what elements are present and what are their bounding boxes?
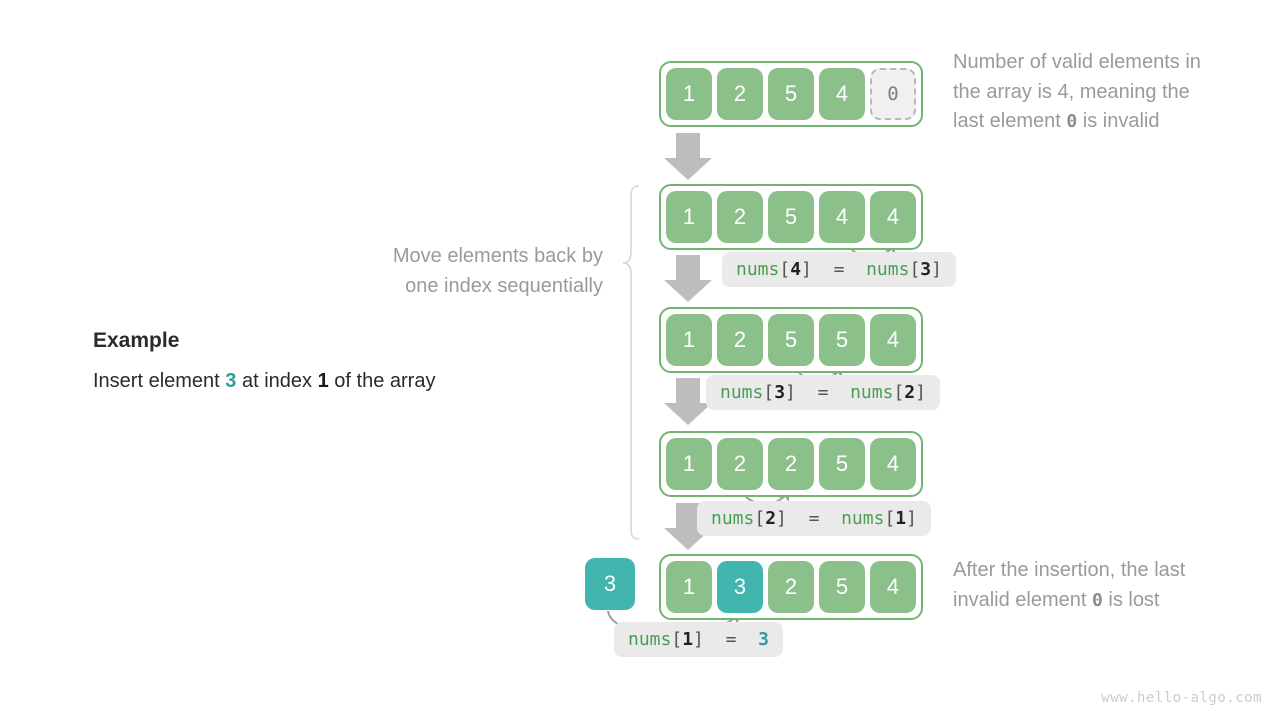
down-arrow-1 [664,133,712,180]
array-cell: 5 [819,561,865,613]
example-description: Insert element 3 at index 1 of the array [93,370,435,393]
brace-label-line2: one index sequentially [405,274,603,297]
array-cell: 4 [870,438,916,490]
note-bottom-invalid-value: 0 [1091,589,1103,611]
code-lhs-identifier: nums [711,508,755,529]
code-rhs-identifier: nums [866,259,910,280]
code-rhs-identifier: nums [850,382,894,403]
example-insert-index: 1 [317,370,329,392]
array-cell: 5 [819,438,865,490]
code-bracket-close: ] [915,382,926,403]
array-cell: 0 [870,68,916,120]
code-bracket-close: ] [931,259,942,280]
down-arrow-3 [664,378,712,425]
code-lhs-identifier: nums [628,629,672,650]
code-lhs-index: 2 [765,508,777,529]
code-bracket-open: [ [671,629,683,650]
code-lhs-index: 3 [774,382,786,403]
code-chip-shift-2: nums[2] = nums[1] [697,501,931,536]
code-chip-shift-4: nums[4] = nums[3] [722,252,956,287]
code-bracket-open: [ [779,259,791,280]
brace-label-line1: Move elements back by [392,245,603,267]
array-cell: 1 [666,438,712,490]
brace-label: Move elements back by one index sequenti… [300,242,603,301]
note-bottom-line2-prefix: invalid element [953,588,1092,611]
free-element-to-insert: 3 [585,558,635,610]
note-bottom-line1: After the insertion, the last [953,559,1186,581]
code-bracket-close: ] [776,508,787,529]
code-bracket-close: ] [801,259,812,280]
code-operator: = [811,259,867,280]
array-cell: 4 [870,561,916,613]
array-cell: 2 [717,438,763,490]
example-suffix: of the array [328,370,436,392]
code-lhs-identifier: nums [720,382,764,403]
array-cell: 2 [768,438,814,490]
array-cell: 5 [819,314,865,366]
code-bracket-close: ] [693,629,704,650]
note-top-invalid-value: 0 [1066,111,1078,133]
array-cell: 5 [768,314,814,366]
note-top-line3-prefix: last element [953,110,1067,133]
array-cell: 2 [717,191,763,243]
array-cell: 1 [666,561,712,613]
array-cell: 2 [717,68,763,120]
array-cell: 4 [819,191,865,243]
array-cell: 5 [768,191,814,243]
note-top-line1: Number of valid elements in [953,51,1201,73]
example-insert-value: 3 [225,370,237,392]
note-bottom-line2-suffix: is lost [1102,588,1160,611]
note-top-line3: last element 0 is invalid [953,107,1263,137]
code-lhs-identifier: nums [736,259,780,280]
example-prefix: Insert element [93,370,226,392]
code-rhs-identifier: nums [841,508,885,529]
code-operator: = [703,629,759,650]
note-bottom-line2: invalid element 0 is lost [953,586,1263,616]
code-rhs-value: 3 [758,629,769,650]
array-cell: 4 [870,191,916,243]
brace [622,185,640,540]
array-cell: 1 [666,191,712,243]
note-top-line2: the array is 4, meaning the [953,80,1190,103]
code-rhs-index: 2 [904,382,916,403]
note-top: Number of valid elements in the array is… [953,48,1263,137]
code-bracket-open: [ [754,508,766,529]
code-bracket-close: ] [785,382,796,403]
array-cell: 2 [717,314,763,366]
example-title: Example [93,329,180,352]
code-bracket-open: [ [884,508,896,529]
array-cell: 5 [768,68,814,120]
array-cell: 4 [819,68,865,120]
code-rhs-index: 3 [920,259,932,280]
code-bracket-close: ] [906,508,917,529]
note-bottom: After the insertion, the last invalid el… [953,556,1263,615]
down-arrow-2 [664,255,712,302]
array-cell: 1 [666,314,712,366]
code-lhs-index: 4 [790,259,802,280]
code-rhs-index: 1 [895,508,907,529]
array-cell: 1 [666,68,712,120]
array-cell: 3 [717,561,763,613]
code-operator: = [795,382,851,403]
array-cell: 2 [768,561,814,613]
code-operator: = [786,508,842,529]
code-bracket-open: [ [763,382,775,403]
watermark: www.hello-algo.com [1101,690,1262,706]
array-cell: 4 [870,314,916,366]
code-chip-insert: nums[1] = 3 [614,622,783,657]
code-lhs-index: 1 [682,629,694,650]
example-middle: at index [236,370,318,392]
code-bracket-open: [ [909,259,921,280]
code-chip-shift-3: nums[3] = nums[2] [706,375,940,410]
code-bracket-open: [ [893,382,905,403]
note-top-line3-suffix: is invalid [1077,110,1160,133]
